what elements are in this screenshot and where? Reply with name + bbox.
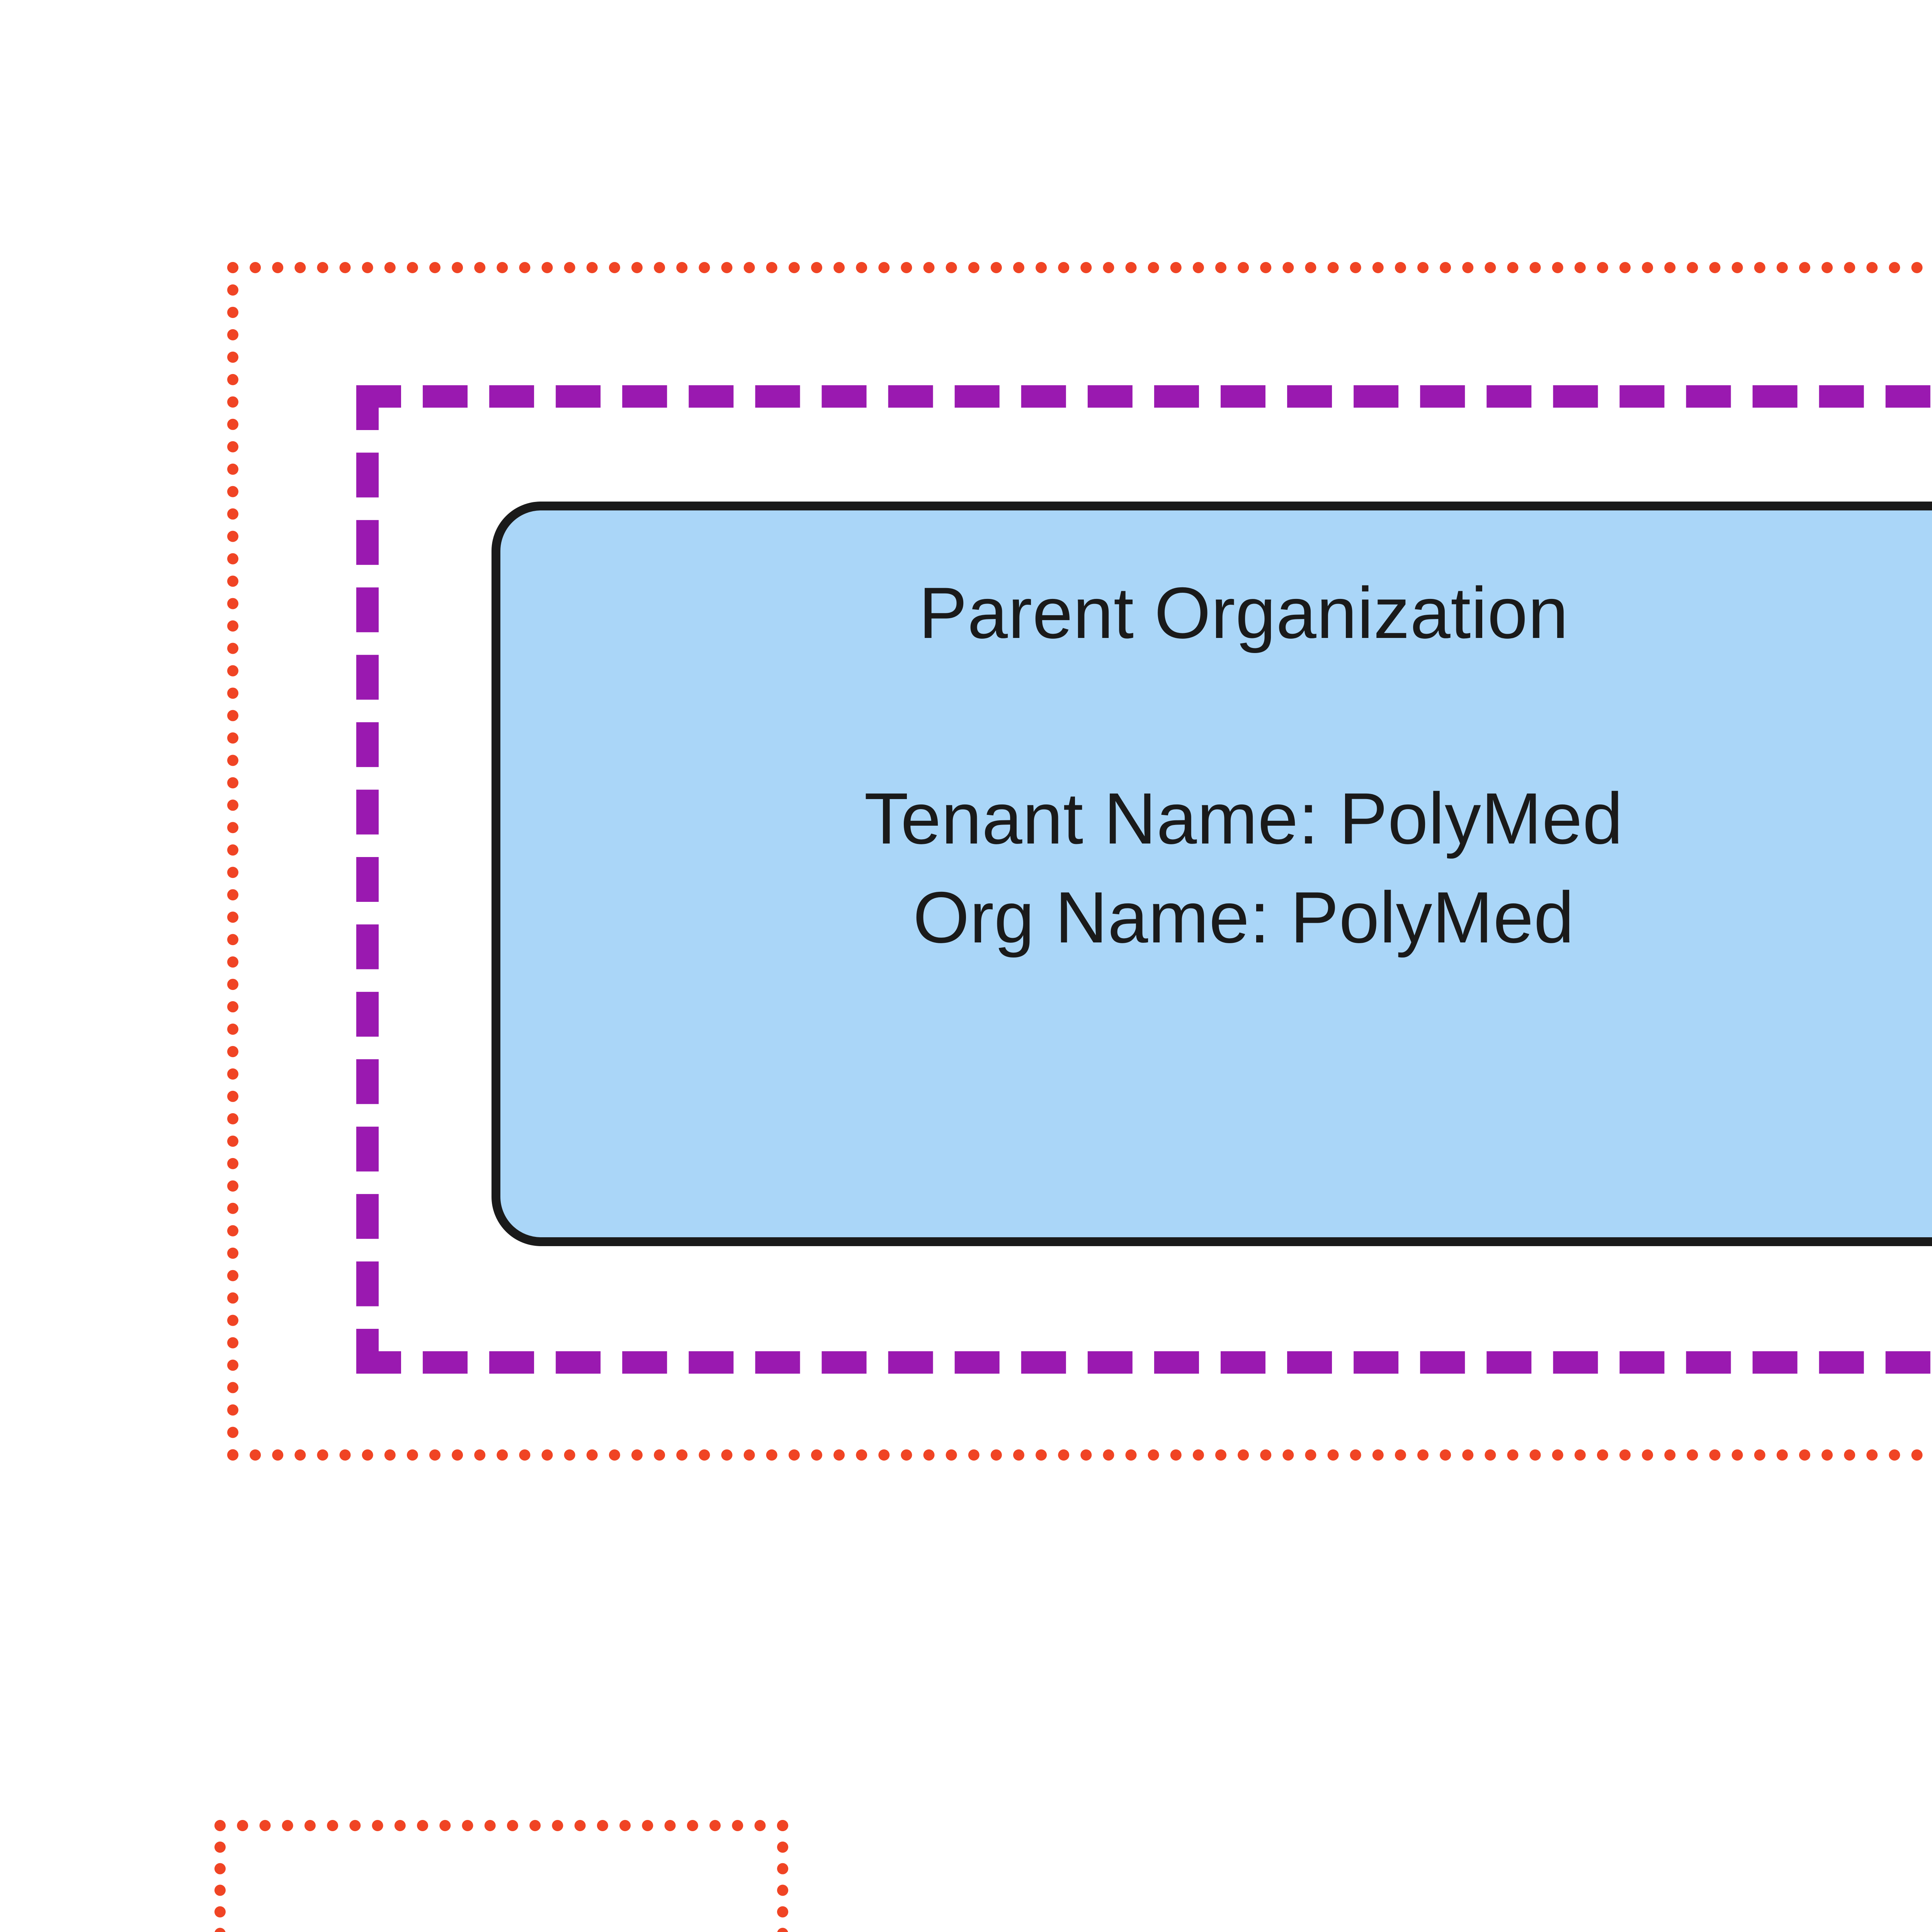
legend-label-group-pool: Group pool xyxy=(1128,1927,1513,1932)
group-pool-swatch-icon xyxy=(214,1820,788,1932)
parent-organization-title: Parent Organization xyxy=(918,572,1569,653)
org-name-text: Org Name: PolyMed xyxy=(913,876,1575,958)
person-pool-frame xyxy=(356,385,1932,1374)
parent-organization-details: Tenant Name: PolyMed Org Name: PolyMed xyxy=(864,770,1623,965)
group-pool-frame xyxy=(227,262,1932,1461)
legend-item-group-pool: Group pool xyxy=(214,1820,1513,1932)
tenant-name-text: Tenant Name: PolyMed xyxy=(864,777,1623,859)
parent-organization-node[interactable]: Parent Organization Tenant Name: PolyMed… xyxy=(492,502,1932,1246)
